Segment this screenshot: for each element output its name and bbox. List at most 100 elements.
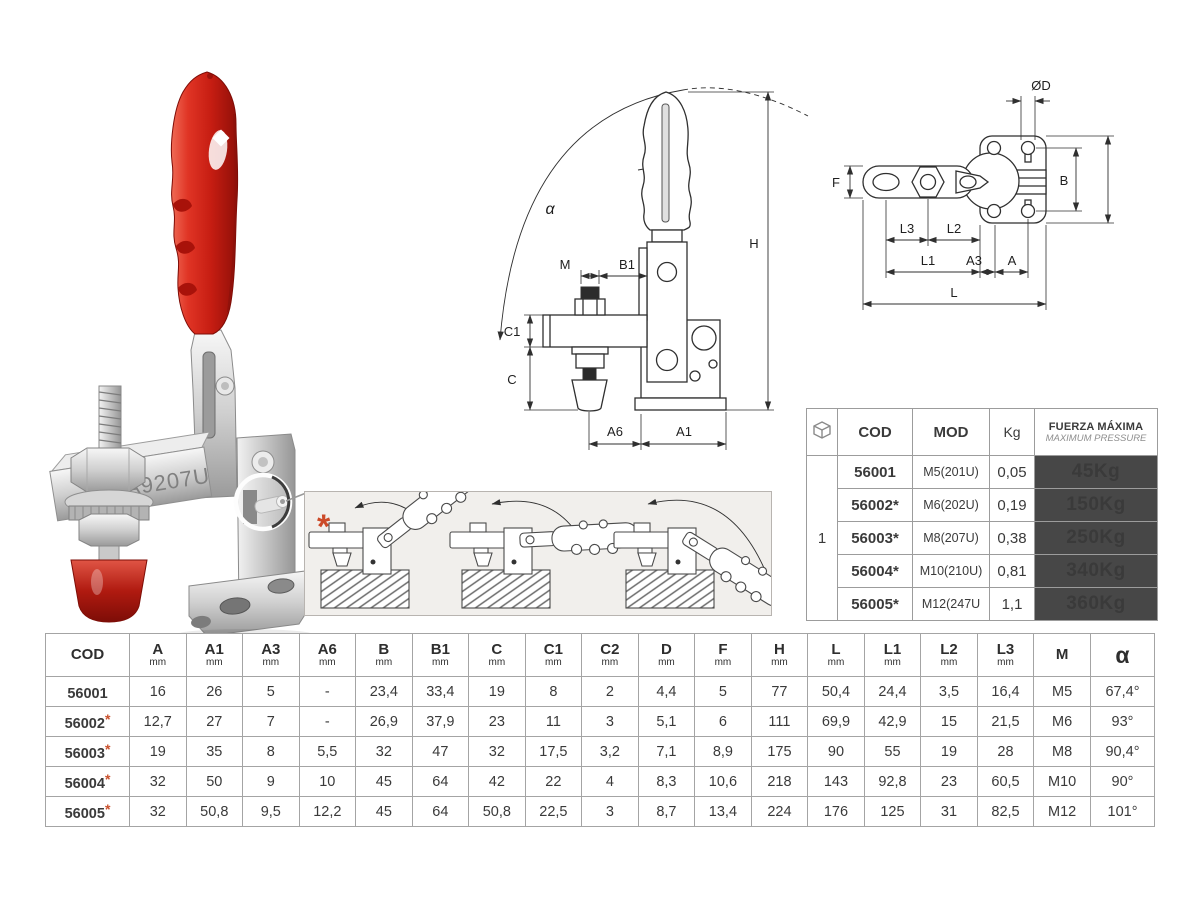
dim-header-unit: mm (771, 657, 788, 668)
dim-value-cell: 8,7 (637, 796, 696, 827)
dim-value-cell: 5 (242, 676, 300, 707)
dim-cod-value: 56003 (64, 746, 105, 762)
dim-value-cell: M5 (1033, 676, 1091, 707)
dim-value-cell: 11 (524, 706, 583, 737)
dim-value-cell: 19 (468, 676, 526, 707)
dim-label-m: M (560, 257, 571, 272)
dim-cod-star: * (104, 801, 111, 817)
force-header-line2: MAXIMUM PRESSURE (1045, 432, 1147, 444)
dim-value-cell: 10 (298, 766, 357, 797)
dim-label-b: B (1060, 173, 1069, 188)
spec-table: COD MOD Kg FUERZA MÁXIMA MAXIMUM PRESSUR… (806, 408, 1158, 621)
dim-value-cell: M10 (1033, 766, 1091, 797)
dim-header-label: B1 (430, 641, 450, 658)
spec-cod-value: 56005 (851, 595, 893, 613)
dim-value-cell: 175 (750, 736, 809, 767)
dim-label-b1: B1 (619, 257, 635, 272)
dim-value-cell: 42 (468, 766, 526, 797)
photo-spindle (64, 385, 154, 623)
sequence-stage-2 (449, 499, 640, 609)
dim-label-l3: L3 (900, 221, 914, 236)
dim-value-cell: 90° (1090, 766, 1155, 797)
spec-cod-cell: 56005* (837, 587, 913, 621)
dim-value-cell: 19 (129, 736, 187, 767)
dim-header-unit: mm (205, 657, 223, 668)
dim-value-cell: 90 (807, 736, 865, 767)
dim-value-cell: 92,8 (863, 766, 922, 797)
pack-header-cell (806, 408, 838, 456)
dim-label-l: L (950, 285, 957, 300)
dim-value-cell: 33,4 (411, 676, 470, 707)
dim-value-cell: 15 (920, 706, 978, 737)
spec-cod-star: * (892, 496, 899, 514)
dim-value-cell: 3,5 (920, 676, 978, 707)
dim-cod-cell: 56002* (45, 706, 130, 737)
dim-header-label: COD (70, 646, 105, 663)
dim-header-label: M (1055, 646, 1069, 663)
spec-force-cell: 360Kg (1034, 587, 1158, 621)
spec-mod-cell: M6(202U) (912, 488, 990, 522)
dim-label-l2: L2 (947, 221, 961, 236)
spec-cod-star: * (892, 562, 899, 580)
spec-cod-cell: 56003* (837, 521, 913, 555)
dim-value-cell: 6 (694, 706, 752, 737)
dim-value-cell: 8 (242, 736, 300, 767)
dim-header-label: C1 (543, 641, 563, 658)
dim-value-cell: 111 (750, 706, 809, 737)
dim-value-cell: 5 (694, 676, 752, 707)
spec-cod-value: 56004 (851, 562, 893, 580)
spec-kg-cell: 0,19 (989, 488, 1035, 522)
dim-value-cell: 3 (581, 706, 639, 737)
dim-value-cell: 125 (863, 796, 922, 827)
dim-value-cell: 69,9 (807, 706, 865, 737)
spec-mod-cell: M8(207U) (912, 521, 990, 555)
dim-cod-value: 56001 (67, 686, 108, 702)
dim-header-cell: α (1090, 633, 1155, 677)
dim-value-cell: 22,5 (524, 796, 583, 827)
dim-header-label: F (718, 641, 728, 658)
dim-value-cell: 22 (524, 766, 583, 797)
dim-value-cell: 31 (920, 796, 978, 827)
dim-value-cell: 8,3 (637, 766, 696, 797)
dim-value-cell: 28 (976, 736, 1035, 767)
dim-value-cell: - (298, 676, 357, 707)
dim-label-alpha: α (545, 201, 555, 218)
dim-value-cell: 9,5 (242, 796, 300, 827)
dim-value-cell: 12,2 (298, 796, 357, 827)
dim-value-cell: 24,4 (863, 676, 922, 707)
dim-value-cell: 12,7 (129, 706, 187, 737)
dim-label-f: F (832, 175, 840, 190)
dim-value-cell: 37,9 (411, 706, 470, 737)
dim-value-cell: 218 (750, 766, 809, 797)
dim-header-label: L2 (940, 641, 958, 658)
dim-header-label: A1 (204, 641, 224, 658)
drawing-spindle-bar (542, 314, 648, 348)
spec-kg-cell: 1,1 (989, 587, 1035, 621)
dim-value-cell: 8 (524, 676, 583, 707)
spec-cod-cell: 56002* (837, 488, 913, 522)
dim-value-cell: 5,5 (298, 736, 357, 767)
spec-mod-cell: M10(210U) (912, 554, 990, 588)
dim-header-unit: mm (601, 657, 619, 668)
spec-mod-cell: M12(247U (912, 587, 990, 621)
dim-cod-value: 56002 (64, 716, 105, 732)
dim-value-cell: 26 (185, 676, 244, 707)
spec-force-cell: 340Kg (1034, 554, 1158, 588)
dim-header-unit: mm (827, 657, 845, 668)
dim-value-cell: 7 (242, 706, 300, 737)
drawing-rubber-tip (571, 379, 608, 412)
dim-header-unit: mm (714, 657, 732, 668)
dim-value-cell: 55 (863, 736, 922, 767)
dim-header-label: L1 (883, 641, 902, 658)
sequence-stage-3 (613, 498, 795, 616)
spec-cod-value: 56003 (851, 529, 893, 547)
dim-cod-cell: 56005* (45, 796, 130, 827)
dim-value-cell: 176 (807, 796, 865, 827)
